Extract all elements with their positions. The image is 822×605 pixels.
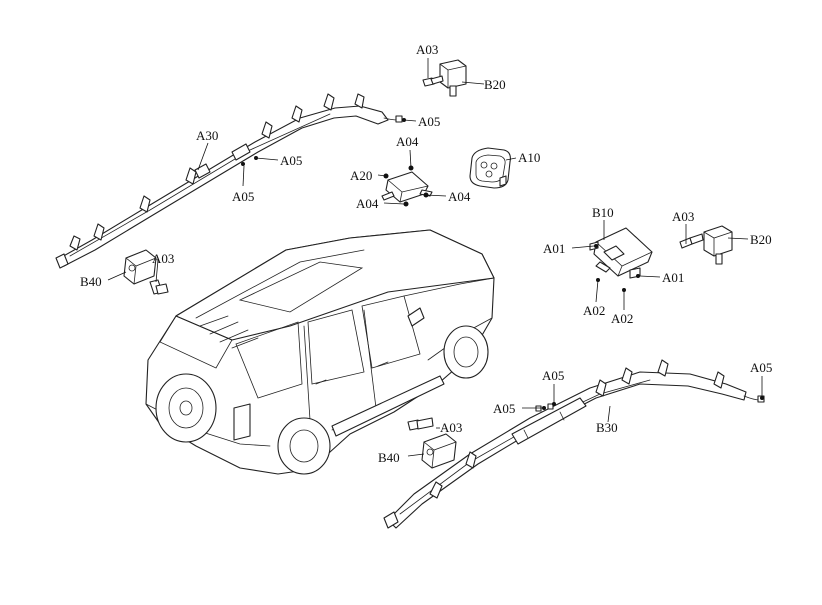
left-rear-sensor-bolt bbox=[149, 279, 169, 295]
right-sensor-bolt bbox=[679, 233, 704, 249]
airbag-control-unit bbox=[381, 171, 433, 203]
label-a02-left: A02 bbox=[583, 303, 605, 318]
steering-wheel-airbag bbox=[469, 147, 511, 189]
label-b40-bottom: B40 bbox=[378, 450, 400, 465]
label-a10: A10 bbox=[518, 150, 540, 165]
label-a05-curtain-left-end: A05 bbox=[418, 114, 440, 129]
left-curtain-airbag bbox=[55, 93, 403, 269]
top-sensor-bolt bbox=[422, 75, 444, 87]
label-a03-bottom: A03 bbox=[440, 420, 462, 435]
leader-lines bbox=[107, 58, 764, 457]
label-a04-top: A04 bbox=[396, 134, 419, 149]
label-a05-curtain-right-end: A05 bbox=[750, 360, 772, 375]
label-a05-curtain-left-low: A05 bbox=[232, 189, 254, 204]
callout-labels: A03 B20 A05 A30 A05 A05 A04 A20 A04 A04 … bbox=[80, 42, 772, 465]
suv-vehicle bbox=[145, 229, 495, 475]
label-a30: A30 bbox=[196, 128, 218, 143]
label-a04-left: A04 bbox=[356, 196, 379, 211]
label-a01-right: A01 bbox=[662, 270, 684, 285]
label-a02-right: A02 bbox=[611, 311, 633, 326]
label-a05-curtain-right-top: A05 bbox=[542, 368, 564, 383]
label-a05-curtain-right-left: A05 bbox=[493, 401, 515, 416]
label-a01-left: A01 bbox=[543, 241, 565, 256]
label-a03-top: A03 bbox=[416, 42, 438, 57]
left-rear-sensor bbox=[123, 249, 157, 285]
label-a03-left: A03 bbox=[152, 251, 174, 266]
bottom-rear-sensor bbox=[421, 433, 457, 469]
passenger-airbag-module bbox=[589, 227, 653, 279]
label-a05-curtain-left-mid: A05 bbox=[280, 153, 302, 168]
label-b30: B30 bbox=[596, 420, 618, 435]
top-side-impact-sensor bbox=[439, 59, 467, 97]
label-a20: A20 bbox=[350, 168, 372, 183]
bottom-rear-sensor-bolt bbox=[407, 417, 434, 431]
label-b20-right: B20 bbox=[750, 232, 772, 247]
label-b10: B10 bbox=[592, 205, 614, 220]
right-curtain-airbag bbox=[383, 359, 765, 529]
right-side-impact-sensor bbox=[703, 225, 733, 265]
label-a04-right: A04 bbox=[448, 189, 471, 204]
label-a03-right: A03 bbox=[672, 209, 694, 224]
label-b20-top: B20 bbox=[484, 77, 506, 92]
label-b40-left: B40 bbox=[80, 274, 102, 289]
